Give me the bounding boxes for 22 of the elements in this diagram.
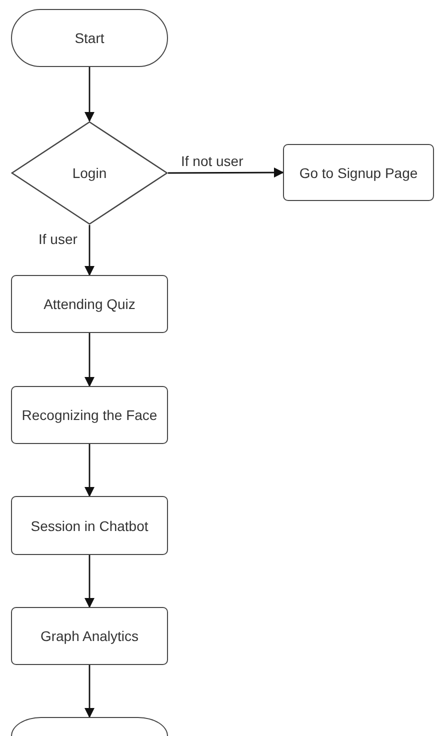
arrow (84, 444, 94, 497)
process-box (283, 144, 434, 201)
arrow (84, 333, 94, 387)
decision-diamond (11, 121, 168, 225)
node-label: Start (74, 29, 106, 47)
edge-label: If user (38, 231, 78, 247)
arrow (84, 225, 94, 276)
process-box (11, 496, 168, 555)
node-label: Session in Chatbot (30, 516, 150, 534)
arrow (84, 665, 94, 718)
arrow (168, 168, 284, 178)
node-label: Attending Quiz (42, 295, 136, 313)
process-box (11, 275, 168, 333)
node-label: Go to Signup Page (298, 164, 419, 182)
process-box (11, 607, 168, 665)
node-label: Recognizing the Face (20, 406, 158, 424)
arrow (84, 67, 94, 122)
node-label: Login (71, 164, 108, 182)
arrow (84, 555, 94, 608)
process-box (11, 386, 168, 444)
edge-label: If not user (180, 153, 244, 169)
node-label: Graph Analytics (39, 627, 140, 645)
